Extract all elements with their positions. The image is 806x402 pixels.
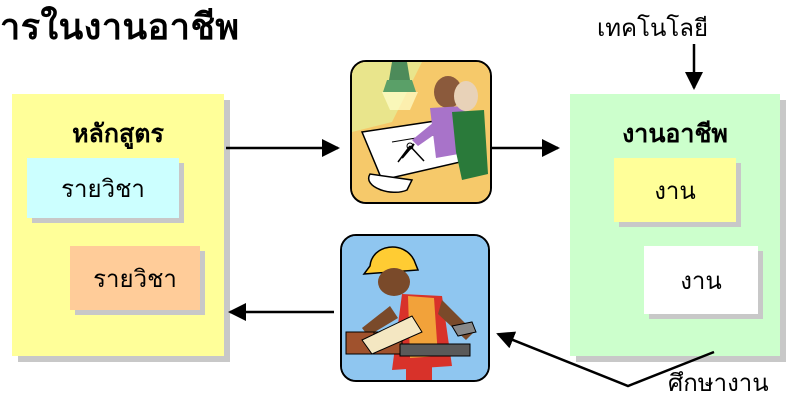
arrow-study-to-worker bbox=[496, 331, 715, 388]
subject-box-1: รายวิชา bbox=[27, 158, 179, 218]
design-clipart-icon bbox=[350, 60, 492, 204]
career-title: งานอาชีพ bbox=[622, 119, 728, 148]
subject-box-2: รายวิชา bbox=[70, 246, 200, 310]
page-title: ารในงานอาชีพ bbox=[0, 7, 240, 48]
career-panel: งานอาชีพ งาน งาน bbox=[570, 94, 780, 356]
worker-clipart-icon bbox=[340, 234, 490, 382]
curriculum-title: หลักสูตร bbox=[72, 119, 164, 148]
study-work-label: ศึกษางาน bbox=[668, 369, 769, 397]
curriculum-panel: หลักสูตร รายวิชา รายวิชา bbox=[12, 94, 224, 356]
job-box-2: งาน bbox=[644, 246, 758, 314]
job-box-1: งาน bbox=[614, 158, 736, 222]
technology-label: เทคโนโลยี bbox=[597, 14, 709, 42]
